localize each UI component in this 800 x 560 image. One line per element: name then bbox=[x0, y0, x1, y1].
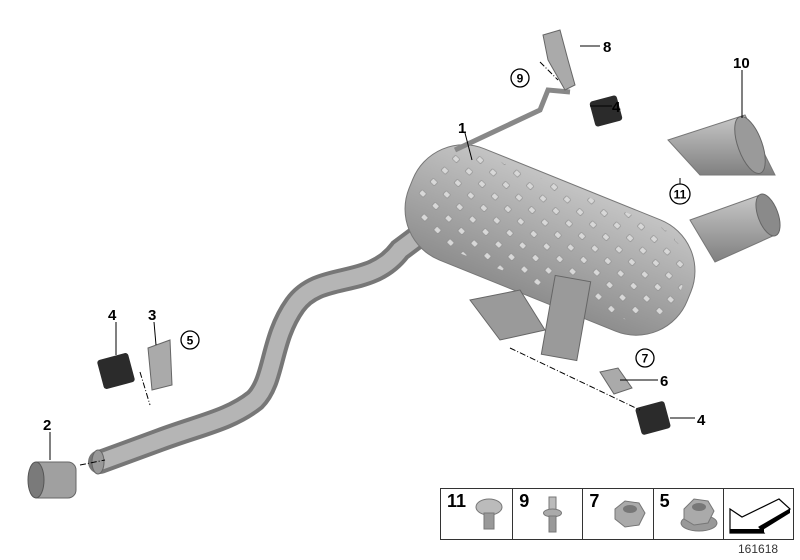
callout-10: 10 bbox=[733, 55, 750, 72]
legend-item-7: 7 bbox=[583, 489, 654, 539]
front-pipe bbox=[88, 223, 432, 475]
legend-number: 11 bbox=[447, 491, 467, 511]
callout-4-bottom: 4 bbox=[697, 412, 706, 429]
diagram-code: 161618 bbox=[738, 542, 779, 556]
muffler-bracket bbox=[469, 274, 592, 362]
callout-2: 2 bbox=[43, 417, 51, 434]
legend-number: 5 bbox=[659, 491, 670, 511]
direction-arrow-icon bbox=[729, 498, 791, 534]
tailpipe-trim bbox=[667, 114, 776, 176]
callout-9: 9 bbox=[517, 72, 524, 86]
bracket-6 bbox=[599, 367, 633, 395]
legend-item-direction bbox=[724, 489, 793, 539]
stud-bolt-icon bbox=[543, 496, 563, 533]
legend-item-9: 9 bbox=[513, 489, 584, 539]
callout-5: 5 bbox=[187, 334, 194, 348]
callout-4-left: 4 bbox=[108, 307, 117, 324]
callout-6: 6 bbox=[660, 373, 668, 390]
rubber-mount bbox=[97, 95, 671, 435]
hanger-rod bbox=[453, 87, 571, 153]
legend-item-11: 11 bbox=[441, 489, 514, 539]
callout-11: 11 bbox=[674, 188, 687, 202]
bracket-8 bbox=[542, 29, 576, 91]
bracket-3 bbox=[147, 339, 173, 391]
rear-muffler bbox=[404, 144, 696, 336]
callout-7: 7 bbox=[642, 352, 649, 366]
legend-number: 9 bbox=[519, 491, 530, 511]
assembly-lines bbox=[79, 61, 641, 466]
legend-item-5: 5 bbox=[654, 489, 724, 539]
hex-nut-icon bbox=[614, 500, 646, 528]
fastener-legend: 11 9 7 5 bbox=[440, 488, 794, 540]
callout-1: 1 bbox=[458, 120, 466, 137]
callout-4-top: 4 bbox=[612, 99, 621, 116]
torx-screw-icon bbox=[475, 498, 503, 530]
clamp bbox=[27, 461, 77, 499]
callout-8: 8 bbox=[603, 39, 611, 56]
callout-3: 3 bbox=[148, 307, 156, 324]
tailpipe-outlets bbox=[689, 193, 781, 263]
legend-number: 7 bbox=[589, 491, 600, 511]
leader-lines bbox=[49, 45, 743, 460]
flange-nut-icon bbox=[680, 498, 718, 532]
